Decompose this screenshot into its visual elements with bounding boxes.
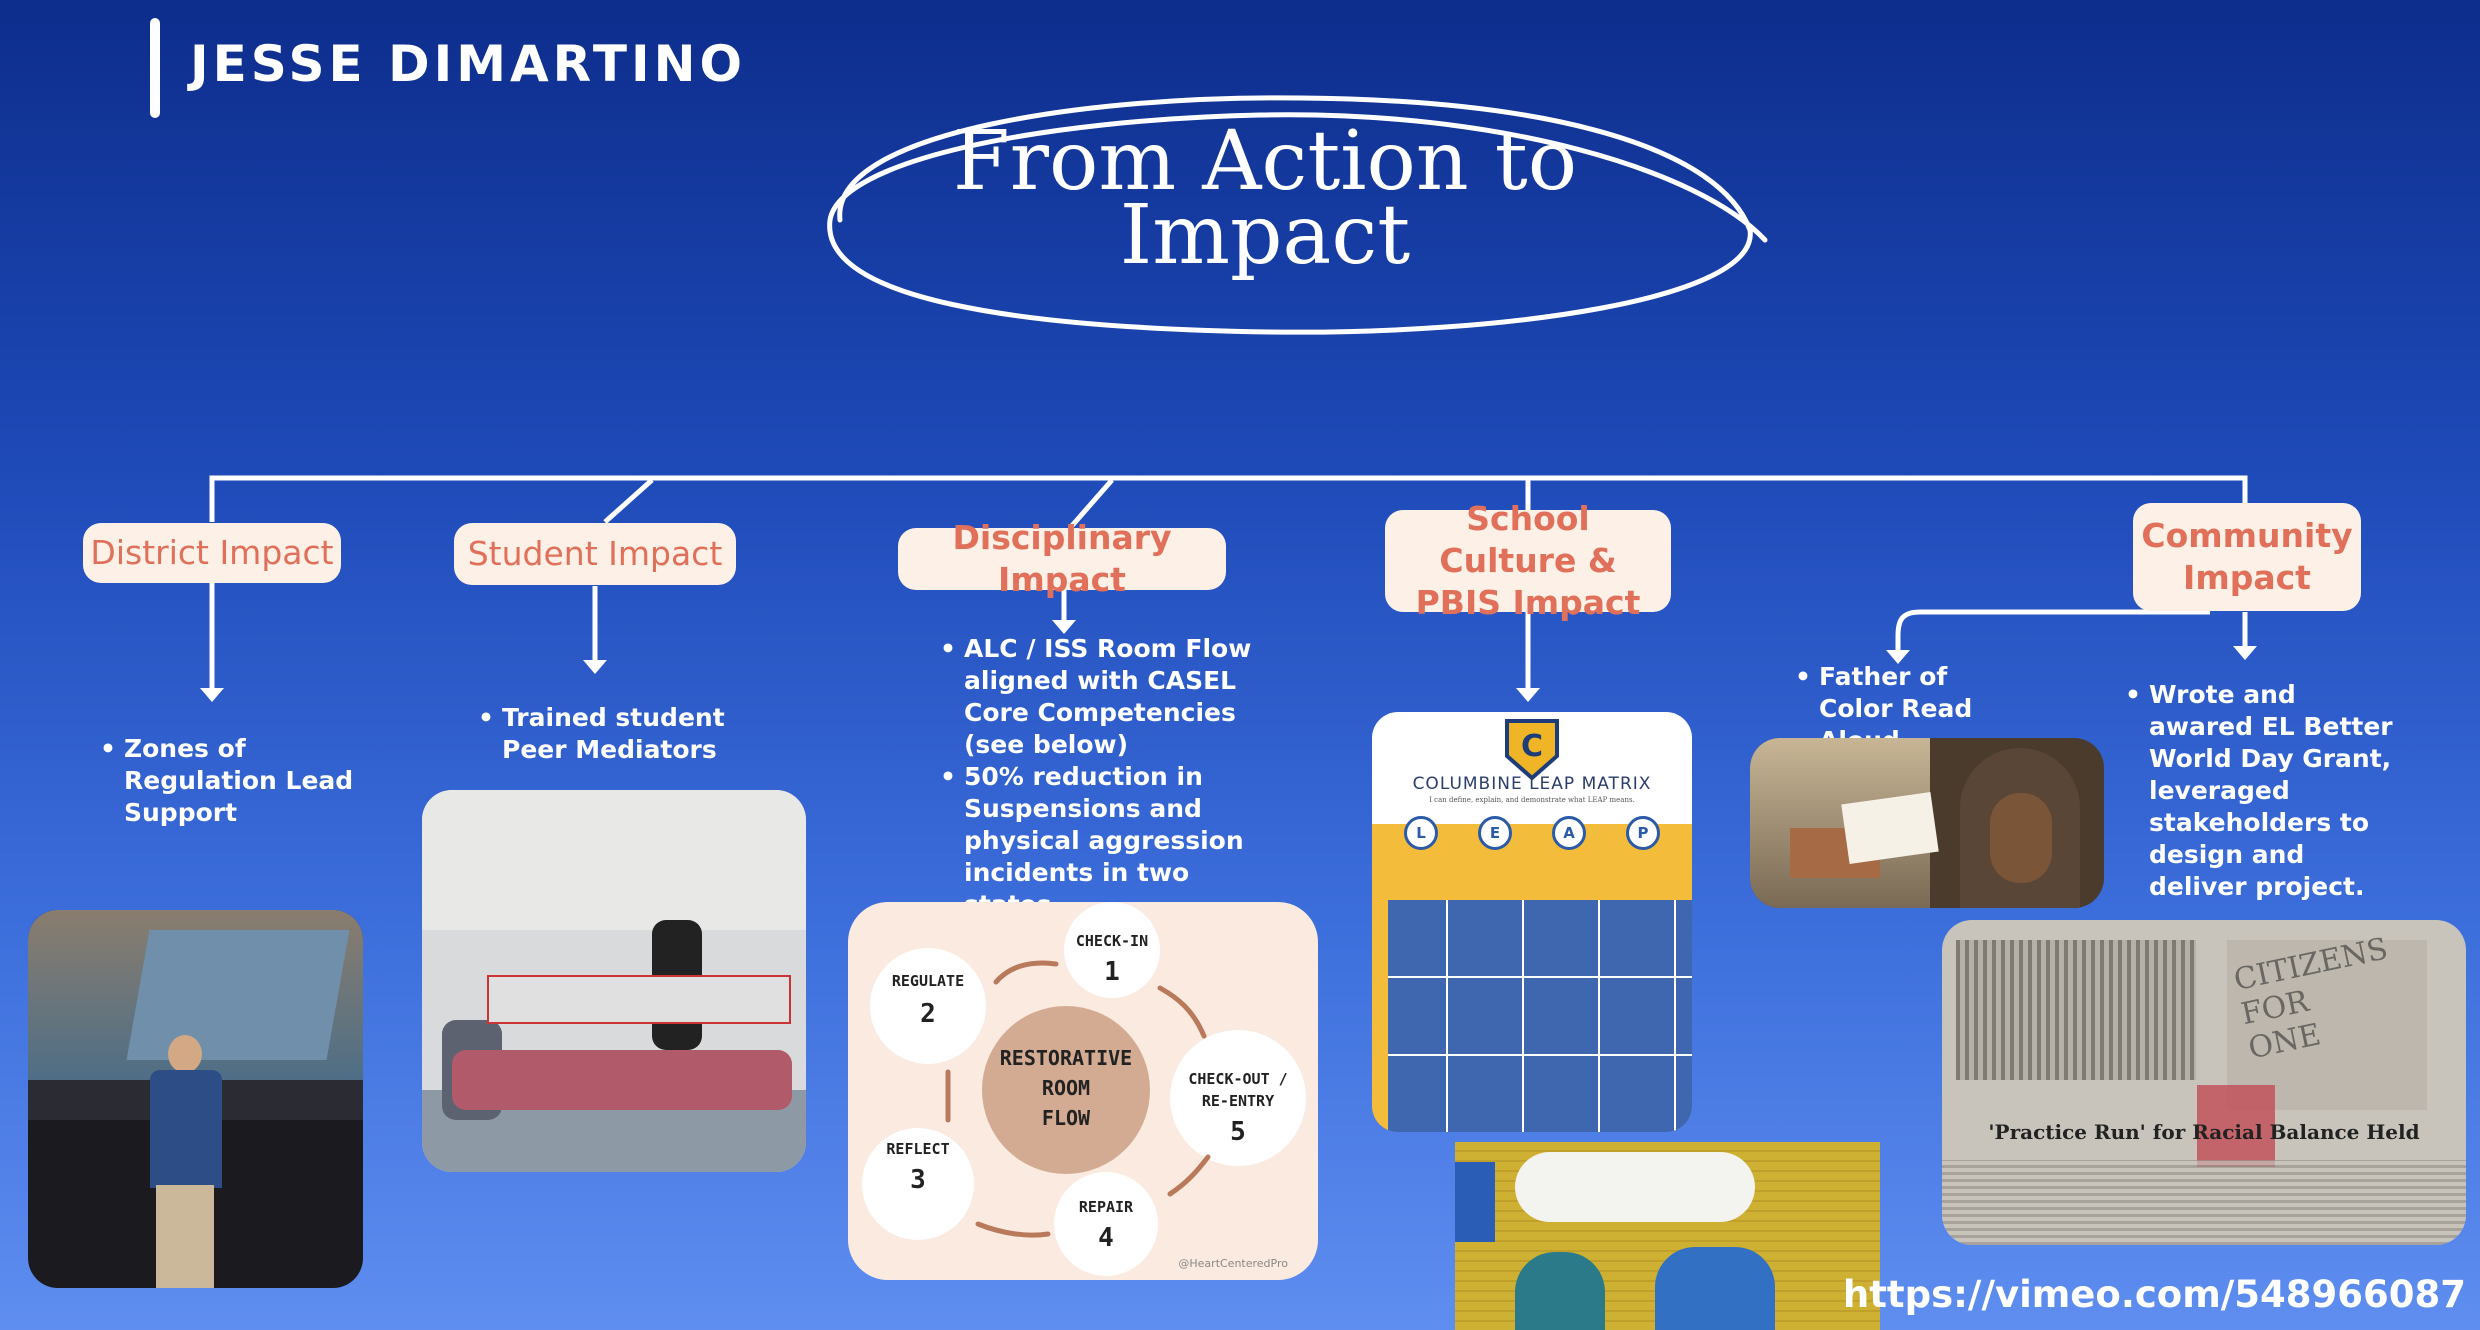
- flow-credit: @HeartCenteredPro: [1178, 1257, 1288, 1270]
- svg-text:CHECK-OUT /: CHECK-OUT /: [1188, 1070, 1287, 1088]
- bullet-item: ALC / ISS Room Flow aligned with CASEL C…: [940, 633, 1270, 761]
- photo-student-mediators: [422, 790, 806, 1172]
- leap-matrix-image: C COLUMBINE LEAP MATRIX I can define, ex…: [1372, 712, 1692, 1132]
- bullet-item: Wrote and awared EL Better World Day Gra…: [2125, 679, 2395, 903]
- leap-letter-p: P: [1626, 816, 1660, 850]
- flow-center-line1: RESTORATIVE: [1000, 1046, 1132, 1070]
- flow-center-line2: ROOM: [1042, 1076, 1090, 1100]
- leap-matrix-subtitle: I can define, explain, and demonstrate w…: [1429, 796, 1635, 804]
- community-bullets-right: Wrote and awared EL Better World Day Gra…: [2125, 679, 2395, 903]
- leap-letter-a: A: [1552, 816, 1586, 850]
- leap-letter-e: E: [1478, 816, 1512, 850]
- step-check-in: CHECK-IN: [1076, 932, 1148, 950]
- district-bullets: Zones of Regulation Lead Support: [100, 733, 360, 829]
- columbine-shield-icon: C: [1505, 719, 1559, 781]
- step-2-number: 2: [920, 999, 936, 1029]
- video-link[interactable]: https://vimeo.com/548966087: [1842, 1273, 2466, 1316]
- svg-text:C: C: [1521, 729, 1543, 764]
- branch-school-culture-pbis-impact: School Culture & PBIS Impact: [1385, 499, 1671, 622]
- student-bullets: Trained student Peer Mediators: [478, 702, 748, 766]
- bullet-item: Trained student Peer Mediators: [478, 702, 748, 766]
- photo-news-clipping: CITIZENS FOR ONE 'Practice Run' for Raci…: [1942, 920, 2466, 1245]
- restorative-room-flow-diagram: RESTORATIVE ROOM FLOW CHECK-IN 1 REGULAT…: [848, 902, 1318, 1280]
- bullet-item: Zones of Regulation Lead Support: [100, 733, 360, 829]
- step-4-number: 4: [1098, 1223, 1114, 1253]
- title-scribble-ellipse: [827, 95, 1768, 335]
- step-5-number: 5: [1230, 1117, 1246, 1147]
- leap-letter-l: L: [1404, 816, 1438, 850]
- step-repair: REPAIR: [1079, 1198, 1134, 1216]
- branch-district-impact: District Impact: [83, 523, 341, 583]
- step-3-number: 3: [910, 1165, 926, 1195]
- accent-bar: [150, 18, 160, 118]
- photo-read-aloud: [1750, 738, 2104, 908]
- disciplinary-bullets: ALC / ISS Room Flow aligned with CASEL C…: [940, 633, 1270, 921]
- photo-mural: [1455, 1142, 1880, 1330]
- author-name: JESSE DIMARTINO: [190, 35, 746, 93]
- branch-student-impact: Student Impact: [454, 523, 736, 585]
- branch-disciplinary-impact: Disciplinary Impact: [898, 518, 1226, 599]
- news-headline: 'Practice Run' for Racial Balance Held: [1988, 1120, 2420, 1144]
- branch-community-impact: Community Impact: [2133, 503, 2361, 611]
- step-1-number: 1: [1104, 957, 1120, 987]
- leap-matrix-title: COLUMBINE LEAP MATRIX: [1412, 774, 1652, 794]
- step-reflect: REFLECT: [886, 1140, 949, 1158]
- page-title: From Action to Impact: [952, 114, 1578, 283]
- flow-center-line3: FLOW: [1042, 1106, 1091, 1130]
- photo-speaker-stage: [28, 910, 363, 1288]
- bullet-item: 50% reduction in Suspensions and physica…: [940, 761, 1270, 921]
- svg-text:RE-ENTRY: RE-ENTRY: [1202, 1092, 1274, 1110]
- step-regulate: REGULATE: [892, 972, 964, 990]
